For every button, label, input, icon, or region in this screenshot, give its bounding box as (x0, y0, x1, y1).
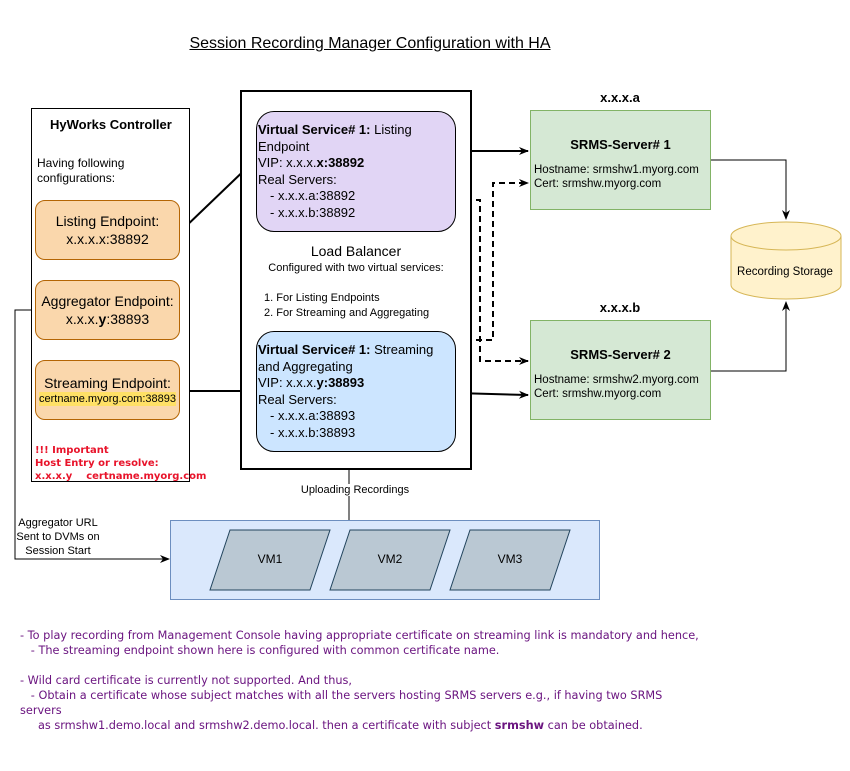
note-text: can be obtained. (544, 719, 643, 732)
vs1-heading-bold: Virtual Service# 1: (258, 122, 371, 137)
vs2-heading-rest: Streaming and Aggregating (258, 342, 434, 374)
storage-cylinder-icon (730, 221, 842, 300)
controller-title: HyWorks Controller (50, 117, 172, 132)
vs1-real-server-b: - x.x.x.b:38892 (270, 204, 356, 220)
important-line1: !!! Important (35, 445, 109, 456)
virtual-service-streaming: Virtual Service# 1: Streaming and Aggreg… (256, 331, 456, 452)
note-line: as srmshw1.demo.local and srmshw2.demo.l… (20, 718, 699, 733)
vs1-vip-bold: x:38892 (316, 155, 365, 170)
aggregator-value-suffix: :38893 (106, 311, 150, 327)
load-balancer-title: Load Balancer (310, 243, 402, 259)
server2-name: SRMS-Server# 2 (570, 347, 671, 362)
aggregator-value-prefix: x.x.x. (65, 311, 99, 327)
note-bold-subject: srmshw (494, 719, 545, 732)
vm3-shape (449, 529, 571, 591)
streaming-endpoint-label: Streaming Endpoint: (44, 375, 171, 391)
vm-shapes (209, 529, 571, 591)
virtual-service-listing: Virtual Service# 1: Listing Endpoint VIP… (256, 111, 456, 232)
vs2-heading: Virtual Service# 1: Streaming and Aggreg… (258, 342, 453, 375)
vs1-real-server-a: - x.x.x.a:38892 (270, 188, 356, 203)
note-line: - Wild card certificate is currently not… (20, 674, 352, 687)
controller-subtitle: Having following configurations: (37, 156, 125, 185)
recording-storage-label: Recording Storage (737, 266, 833, 278)
server1-info: Hostname: srmshw1.myorg.com Cert: srmshw… (534, 163, 699, 191)
vs2-real-server-a: - x.x.x.a:38893 (270, 408, 356, 423)
note-line: - To play recording from Management Cons… (20, 629, 699, 642)
server1-hostname: Hostname: srmshw1.myorg.com (534, 164, 699, 176)
vm2-shape (329, 529, 451, 591)
vs2-vip-bold: y:38893 (316, 375, 365, 390)
vs1-heading: Virtual Service# 1: Listing Endpoint (258, 122, 453, 155)
srms-server-1: SRMS-Server# 1 Hostname: srmshw1.myorg.c… (530, 110, 711, 210)
uploading-recordings-label: Uploading Recordings (290, 484, 420, 496)
vs2-real-servers-label: Real Servers: (258, 391, 337, 407)
aggregator-endpoint-value: x.x.x.y:38893 (66, 310, 149, 328)
server1-cert: Cert: srmshw.myorg.com (534, 178, 662, 190)
server2-hostname: Hostname: srmshw2.myorg.com (534, 374, 699, 386)
lb-list-item: 1. For Listing Endpoints (264, 292, 380, 304)
aggregator-endpoint-label: Aggregator Endpoint: (41, 293, 174, 309)
load-balancer-list: 1. For Listing Endpoints 2. For Streamin… (264, 291, 429, 321)
important-ip: x.x.x.y (35, 471, 73, 482)
arrow-server1-to-storage (711, 159, 790, 220)
load-balancer-subtitle: Configured with two virtual services: (268, 262, 444, 274)
vm3-label: VM3 (497, 552, 523, 566)
important-line2: Host Entry or resolve: (35, 458, 159, 469)
vs2-vip: VIP: x.x.x.y:38893 (258, 375, 453, 392)
listing-endpoint: Listing Endpoint: x.x.x.x:38892 (35, 200, 180, 260)
note-line: - The streaming endpoint shown here is c… (20, 644, 500, 657)
important-line3: x.x.x.y certname.myorg.com (35, 470, 206, 483)
vm1-shape (209, 529, 331, 591)
vs2-real-server-b: - x.x.x.b:38893 (270, 424, 356, 440)
vs2-vip-label: VIP: x.x.x. (258, 375, 317, 390)
aggregator-endpoint: Aggregator Endpoint: x.x.x.y:38893 (35, 280, 180, 340)
note-line: servers (20, 704, 62, 717)
streaming-endpoint-value: certname.myorg.com:38893 (39, 392, 176, 406)
vs2-heading-bold: Virtual Service# 1: (258, 342, 371, 357)
streaming-endpoint: Streaming Endpoint: certname.myorg.com:3… (35, 360, 180, 420)
aggregator-url-label: Aggregator URL Sent to DVMs on Session S… (16, 517, 100, 557)
srms-server-2: SRMS-Server# 2 Hostname: srmshw2.myorg.c… (530, 320, 711, 420)
aggregator-value-bold: y (98, 311, 107, 327)
note-line: - Obtain a certificate whose subject mat… (20, 689, 663, 702)
arrow-server2-to-storage (711, 301, 790, 372)
server2-info: Hostname: srmshw2.myorg.com Cert: srmshw… (534, 373, 699, 401)
server2-ip: x.x.x.b (599, 300, 641, 315)
vs1-vip-label: VIP: x.x.x. (258, 155, 317, 170)
important-host: certname.myorg.com (86, 471, 207, 482)
listing-endpoint-value: x.x.x.x:38892 (66, 231, 149, 247)
note-text: as srmshw1.demo.local and srmshw2.demo.l… (20, 719, 495, 732)
diagram-title: Session Recording Manager Configuration … (189, 35, 551, 52)
server1-ip: x.x.x.a (600, 90, 640, 105)
vm1-label: VM1 (257, 552, 283, 566)
server1-name: SRMS-Server# 1 (570, 137, 671, 152)
server2-cert: Cert: srmshw.myorg.com (534, 388, 662, 400)
vm2-label: VM2 (377, 552, 403, 566)
vs1-real-servers-label: Real Servers: (258, 171, 337, 187)
notes: - To play recording from Management Cons… (20, 628, 699, 733)
vs1-vip: VIP: x.x.x.x:38892 (258, 155, 453, 172)
vs1-heading-rest: Listing Endpoint (258, 122, 412, 154)
listing-endpoint-label: Listing Endpoint: (55, 213, 160, 229)
lb-list-item: 2. For Streaming and Aggregating (264, 307, 430, 319)
